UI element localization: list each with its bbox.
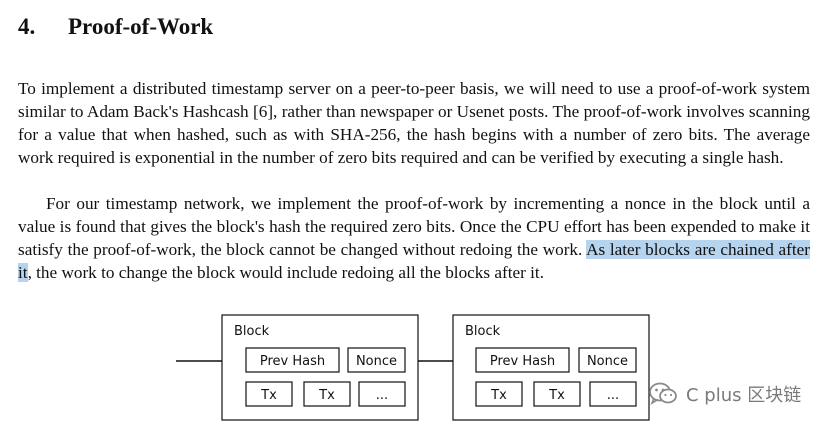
- block-2: Block Prev Hash Nonce Tx Tx ...: [452, 314, 650, 421]
- block-1-nonce-box: [347, 347, 406, 373]
- block-1-tx-3: ...: [376, 388, 388, 403]
- section-heading: 4. Proof-of-Work: [18, 14, 213, 40]
- section-title: Proof-of-Work: [68, 14, 214, 39]
- block-1-tx-box-2: [303, 381, 351, 407]
- block-1-tx-box-3: [358, 381, 406, 407]
- watermark-text: C plus 区块链: [686, 385, 802, 406]
- block-2-prev-hash: Prev Hash: [490, 354, 555, 369]
- block-1-tx-box-1: [245, 381, 293, 407]
- watermark: C plus 区块链: [648, 381, 801, 407]
- block-chain-diagram: Block Prev Hash Nonce Tx Tx ... Block Pr…: [176, 314, 650, 421]
- block-1-tx-2: Tx: [318, 388, 335, 403]
- block-1-prev-hash-box: [245, 347, 340, 373]
- block-1-label: Block: [234, 324, 270, 339]
- block-2-nonce-box: [578, 347, 637, 373]
- block-2-tx-1: Tx: [490, 388, 507, 403]
- paragraph-2-end: , the work to change the block would inc…: [27, 263, 544, 283]
- paragraph-2-text: For our timestamp network, we implement …: [18, 194, 810, 260]
- block-2-tx-box-2: [533, 381, 581, 407]
- block-2-label: Block: [465, 324, 501, 339]
- block-1-nonce: Nonce: [356, 354, 397, 369]
- wechat-icon: [649, 382, 677, 405]
- section-number: 4.: [18, 14, 36, 39]
- block-1-prev-hash: Prev Hash: [260, 354, 325, 369]
- block-2-tx-box-1: [475, 381, 523, 407]
- block-2-prev-hash-box: [475, 347, 570, 373]
- block-2-tx-3: ...: [607, 388, 619, 403]
- paragraph-1: To implement a distributed timestamp ser…: [18, 79, 810, 168]
- block-1-tx-1: Tx: [260, 388, 277, 403]
- paragraph-2: For our timestamp network, we implement …: [18, 192, 810, 284]
- block-2-tx-2: Tx: [548, 388, 565, 403]
- block-1: Block Prev Hash Nonce Tx Tx ...: [221, 314, 419, 421]
- block-2-tx-box-3: [589, 381, 637, 407]
- block-2-nonce: Nonce: [587, 354, 628, 369]
